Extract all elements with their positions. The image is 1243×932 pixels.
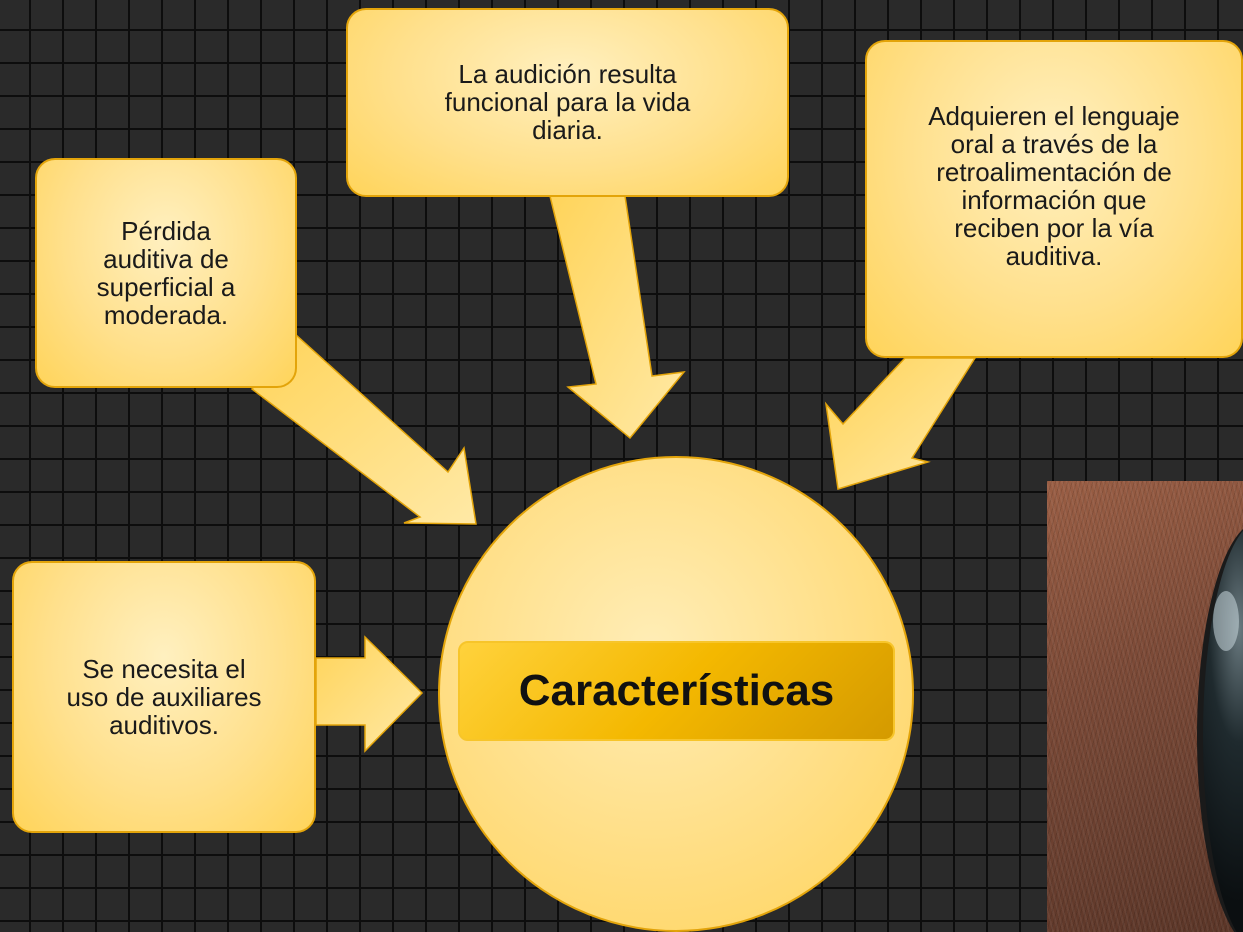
box-left-lower: Se necesita el uso de auxiliares auditiv… <box>12 561 316 833</box>
arrow-right <box>824 357 977 490</box>
box-right: Adquieren el lenguaje oral a través de l… <box>865 40 1243 358</box>
box-right-line: retroalimentación de <box>936 157 1172 188</box>
box-top-line: La audición resulta <box>458 59 677 89</box>
eye-highlight <box>1213 591 1239 651</box>
box-right-line: oral a través de la <box>950 129 1158 160</box>
box-top-line: diaria. <box>532 115 603 146</box>
box-left-upper: Pérdida auditiva de superficial a modera… <box>35 158 297 388</box>
animal-eye-photo <box>1047 481 1243 932</box>
arrow-left-lower <box>315 635 424 753</box>
box-left-lower-line: uso de auxiliares <box>66 681 262 712</box>
box-left-lower-line: auditivos. <box>109 710 219 741</box>
box-left-upper-line: auditiva de <box>103 243 229 274</box>
arrow-top <box>549 195 686 440</box>
box-top-line: funcional para la vida <box>444 87 691 118</box>
box-right-line: información que <box>961 185 1147 216</box>
center-label-box: Características <box>458 641 895 741</box>
box-right-line: auditiva. <box>1005 241 1103 272</box>
eye-shape <box>1197 521 1243 932</box>
box-top: La audición resulta funcional para la vi… <box>346 8 789 197</box>
box-left-lower-line: Se necesita el <box>82 653 246 684</box>
box-right-line: Adquieren el lenguaje <box>928 101 1180 131</box>
box-left-upper-line: Pérdida <box>121 215 211 246</box>
box-left-upper-line: moderada. <box>103 300 229 331</box>
center-label: Características <box>518 666 835 715</box>
arrow-left-upper <box>250 333 477 525</box>
box-right-line: reciben por la vía <box>954 213 1154 244</box>
box-left-upper-line: superficial a <box>96 272 236 302</box>
